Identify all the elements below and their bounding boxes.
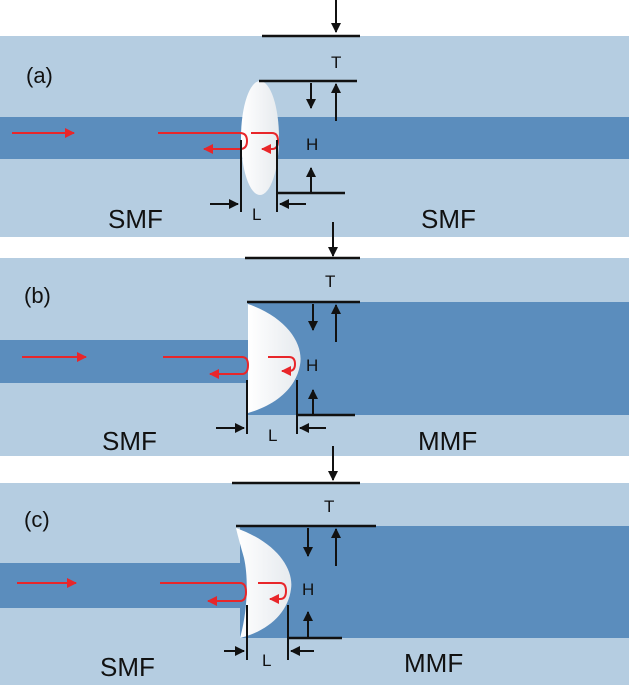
panel-a-dim-l: L <box>252 205 261 224</box>
panel-b-left-core <box>0 340 248 383</box>
panel-b-right-fiber-label: MMF <box>418 426 477 456</box>
panel-b-label: (b) <box>24 283 51 308</box>
panel-c-dim-t: T <box>324 497 334 516</box>
panel-b-dim-t: T <box>325 272 335 291</box>
panel-a-dim-h: H <box>306 135 318 154</box>
panel-a-left-core <box>0 117 244 159</box>
panel-c-dim-l: L <box>262 651 271 670</box>
panel-b-left-fiber-label: SMF <box>102 426 157 456</box>
panel-a-right-fiber-label: SMF <box>421 204 476 234</box>
panel-c-reflect-beam-1 <box>207 582 248 606</box>
panel-b-dim-l: L <box>268 426 277 445</box>
panel-a-dim-t: T <box>331 53 341 72</box>
panel-c-right-core <box>240 526 629 638</box>
panel-b-reflect-beam-1 <box>209 356 250 379</box>
panel-a-label: (a) <box>26 63 53 88</box>
panel-b-dim-h: H <box>306 356 318 375</box>
panel-c-dim-h: H <box>302 580 314 599</box>
panel-a-right-core <box>276 117 629 159</box>
panel-a-reflect-beam-1 <box>203 132 249 154</box>
panel-b-reflect-beam-2 <box>268 356 297 376</box>
panel-a-cavity <box>241 81 279 195</box>
panel-c-right-fiber-label: MMF <box>404 648 463 678</box>
panel-a: (a) SMF SMF T H L <box>0 0 629 237</box>
panel-a-left-fiber-label: SMF <box>108 204 163 234</box>
panel-c-label: (c) <box>24 507 50 532</box>
panel-c-reflect-beam-2 <box>258 582 288 604</box>
panel-c-left-fiber-label: SMF <box>100 652 155 682</box>
panel-b: (b) SMF MMF T H L <box>0 222 629 456</box>
panel-c: (c) SMF MMF T H L <box>0 446 629 685</box>
panel-b-cavity <box>248 304 301 413</box>
panel-c-left-core <box>0 563 240 608</box>
